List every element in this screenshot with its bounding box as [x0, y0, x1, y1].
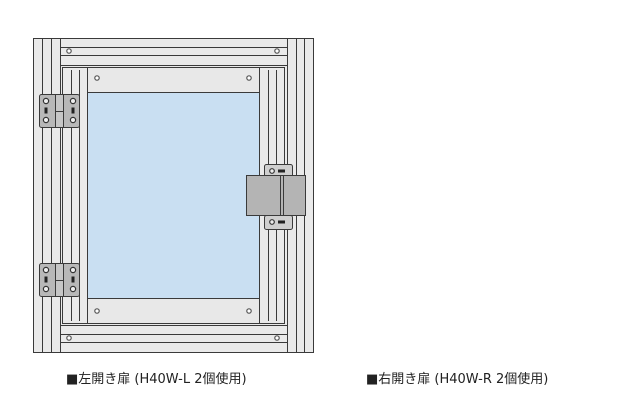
- latch-handle: [246, 164, 306, 230]
- hinge-bottom: [39, 263, 80, 297]
- right-door-drawing: [320, 0, 640, 360]
- glass-panel: [88, 93, 259, 298]
- left-door-diagram: [0, 0, 320, 360]
- right-door-diagram: [320, 0, 640, 360]
- hinge-top: [39, 94, 80, 128]
- left-door-caption: ■左開き扉 (H40W-L 2個使用): [66, 372, 247, 387]
- right-door-caption: ■右開き扉 (H40W-R 2個使用): [366, 372, 549, 387]
- left-door-drawing: [33, 38, 314, 353]
